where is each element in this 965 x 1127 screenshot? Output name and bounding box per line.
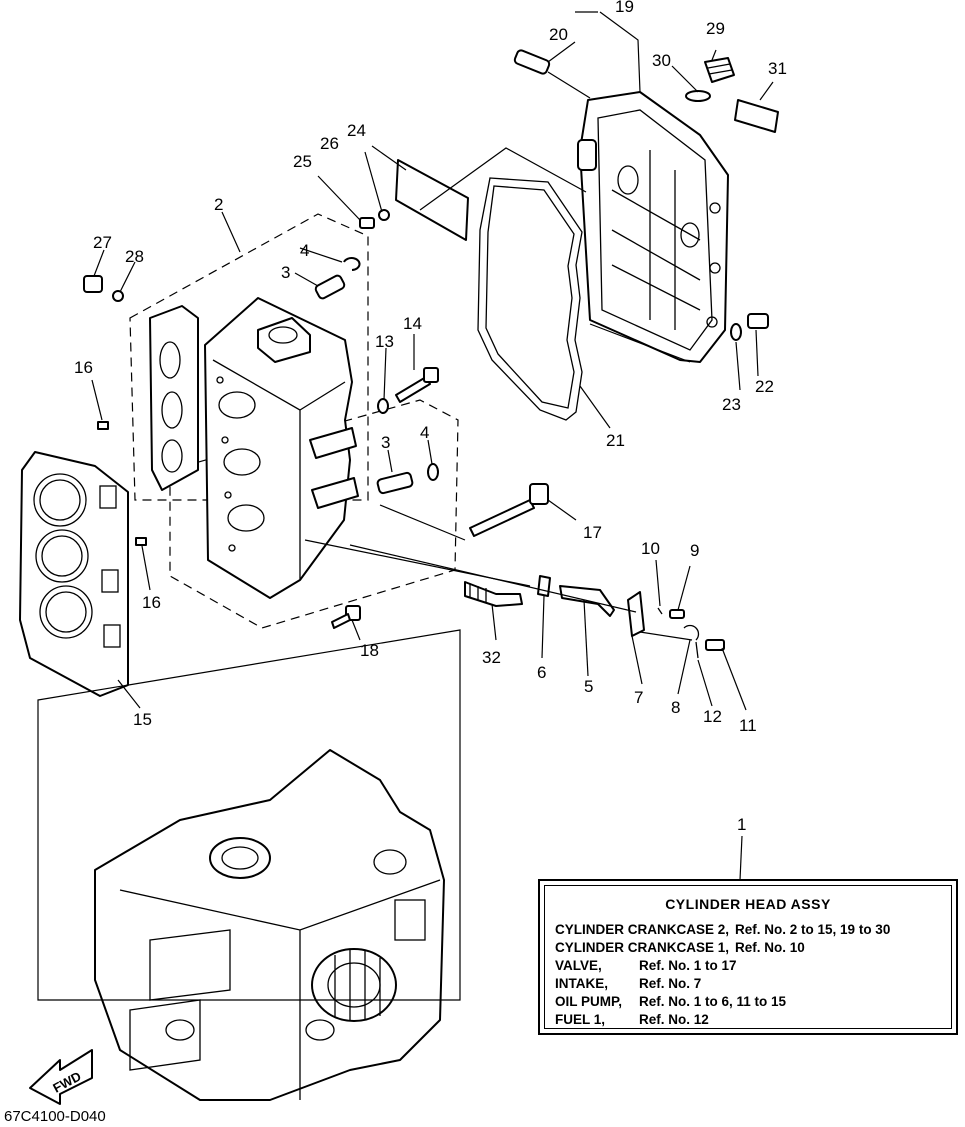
label-14: 14 bbox=[403, 314, 422, 333]
legend-row-ref: Ref. No. 2 to 15, 19 to 30 bbox=[735, 922, 891, 937]
label-25: 25 bbox=[293, 152, 312, 171]
label-31: 31 bbox=[768, 59, 787, 78]
part-numbers: 1 2 3 3 4 4 5 6 7 8 9 10 11 12 13 14 15 … bbox=[74, 0, 787, 834]
legend-row-ref: Ref. No. 10 bbox=[735, 940, 805, 955]
o-ring bbox=[685, 90, 711, 102]
valve-guide-upper bbox=[314, 274, 346, 300]
crankcase-block bbox=[94, 749, 445, 1101]
legend-row-ref: Ref. No. 1 to 6, 11 to 15 bbox=[639, 994, 787, 1009]
assembly-outline bbox=[37, 629, 461, 1001]
label-plate bbox=[734, 99, 779, 133]
bolt-18 bbox=[331, 605, 361, 629]
label-4-upper: 4 bbox=[300, 241, 309, 260]
label-9: 9 bbox=[690, 541, 699, 560]
label-23: 23 bbox=[722, 395, 741, 414]
legend-row-ref: Ref. No. 12 bbox=[639, 1012, 709, 1027]
valve-guide-lower bbox=[376, 471, 414, 495]
washer-26 bbox=[378, 209, 390, 221]
gasket-6 bbox=[537, 575, 551, 597]
washer-13 bbox=[377, 398, 389, 414]
label-5: 5 bbox=[584, 677, 593, 696]
legend-row-name: CYLINDER CRANKCASE 1, bbox=[555, 940, 730, 955]
spark-plug bbox=[464, 581, 523, 607]
cover-bolt bbox=[513, 49, 591, 99]
label-18: 18 bbox=[360, 641, 379, 660]
bolt-27 bbox=[83, 275, 103, 293]
label-10: 10 bbox=[641, 539, 660, 558]
bolt-14 bbox=[395, 367, 439, 403]
legend-row: CYLINDER CRANKCASE 2, Ref. No. 2 to 15, 1… bbox=[555, 922, 890, 937]
label-29: 29 bbox=[706, 19, 725, 38]
label-26: 26 bbox=[320, 134, 339, 153]
pin-10 bbox=[657, 607, 663, 615]
legend-row-name: FUEL 1, bbox=[555, 1012, 606, 1027]
label-8: 8 bbox=[671, 698, 680, 717]
legend-row-name: CYLINDER CRANKCASE 2, bbox=[555, 922, 730, 937]
legend-row: OIL PUMP, Ref. No. 1 to 6, 11 to 15 bbox=[555, 994, 786, 1009]
legend-row-ref: Ref. No. 7 bbox=[639, 976, 702, 991]
cylinder-head-cover bbox=[577, 91, 729, 363]
label-16-lower: 16 bbox=[142, 593, 161, 612]
fwd-arrow bbox=[29, 1049, 93, 1105]
dowel-pin bbox=[97, 421, 109, 430]
keeper-lower bbox=[427, 463, 439, 481]
label-30: 30 bbox=[652, 51, 671, 70]
label-22: 22 bbox=[755, 377, 774, 396]
keeper-upper bbox=[343, 257, 361, 271]
bolt-25 bbox=[359, 217, 375, 229]
legend-title: CYLINDER HEAD ASSY bbox=[665, 896, 831, 912]
legend-box: CYLINDER HEAD ASSY CYLINDER CRANKCASE 2,… bbox=[538, 879, 958, 1035]
legend-row-name: INTAKE, bbox=[555, 976, 608, 991]
clip-8 bbox=[683, 624, 700, 641]
washer-23 bbox=[730, 323, 742, 341]
label-28: 28 bbox=[125, 247, 144, 266]
diagram-code: 67C4100-D040 bbox=[4, 1108, 106, 1125]
label-2: 2 bbox=[214, 195, 223, 214]
label-21: 21 bbox=[606, 431, 625, 450]
label-7: 7 bbox=[634, 688, 643, 707]
leader-lines bbox=[91, 11, 774, 881]
label-3-lower: 3 bbox=[381, 433, 390, 452]
label-32: 32 bbox=[482, 648, 501, 667]
screw-11 bbox=[705, 639, 725, 651]
label-4-lower: 4 bbox=[420, 423, 429, 442]
cover-gasket bbox=[477, 177, 583, 421]
legend-row: INTAKE, Ref. No. 7 bbox=[555, 976, 701, 991]
legend-row: FUEL 1, Ref. No. 12 bbox=[555, 1012, 709, 1027]
label-24: 24 bbox=[347, 121, 366, 140]
label-15: 15 bbox=[133, 710, 152, 729]
bracket-7 bbox=[627, 591, 645, 637]
label-19: 19 bbox=[615, 0, 634, 16]
dowel-pin-2 bbox=[135, 537, 147, 546]
label-3-upper: 3 bbox=[281, 263, 290, 282]
label-20: 20 bbox=[549, 25, 568, 44]
label-13: 13 bbox=[375, 332, 394, 351]
washer-12 bbox=[695, 641, 699, 659]
cylinder-head bbox=[204, 297, 359, 599]
bolt-17 bbox=[469, 483, 549, 537]
washer-28 bbox=[112, 290, 124, 302]
oil-filler-cap bbox=[704, 57, 735, 83]
label-1: 1 bbox=[737, 815, 746, 834]
legend-row: CYLINDER CRANKCASE 1, Ref. No. 10 bbox=[555, 940, 805, 955]
label-16-upper: 16 bbox=[74, 358, 93, 377]
plate-24 bbox=[395, 159, 469, 241]
legend-inner-frame: CYLINDER HEAD ASSY CYLINDER CRANKCASE 2,… bbox=[544, 885, 952, 1029]
head-gasket bbox=[19, 451, 129, 697]
screw-9 bbox=[669, 609, 685, 619]
cylinder-head-group-outline bbox=[129, 213, 369, 501]
label-12: 12 bbox=[703, 707, 722, 726]
exhaust-cover bbox=[149, 305, 199, 491]
legend-row-ref: Ref. No. 1 to 17 bbox=[639, 958, 737, 973]
label-11: 11 bbox=[739, 716, 757, 735]
label-27: 27 bbox=[93, 233, 112, 252]
label-17: 17 bbox=[583, 523, 602, 542]
cover-bolt-22 bbox=[747, 313, 769, 329]
legend-row: VALVE, Ref. No. 1 to 17 bbox=[555, 958, 737, 973]
label-6: 6 bbox=[537, 663, 546, 682]
legend-row-name: VALVE, bbox=[555, 958, 602, 973]
legend-row-name: OIL PUMP, bbox=[555, 994, 623, 1009]
